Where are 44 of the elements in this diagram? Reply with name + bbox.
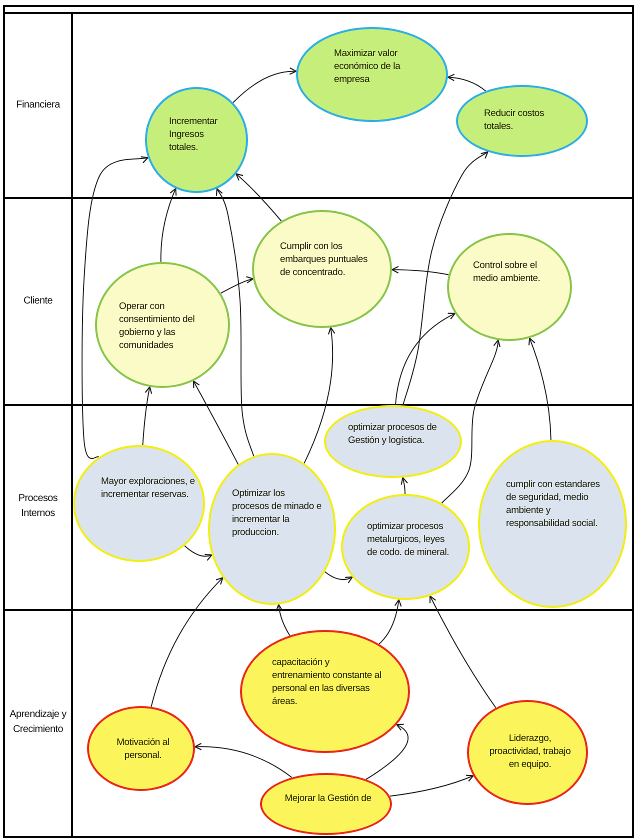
lane-label: Procesos Internos: [17, 492, 59, 521]
arrow: [402, 151, 488, 406]
arrow: [366, 724, 409, 780]
node-text: Cumplir con los embarques puntuales de concentrado.: [280, 240, 369, 279]
arrow: [184, 545, 212, 561]
node-text: Reducir costos totales.: [484, 107, 546, 133]
lane-label: Financiera: [15, 98, 62, 112]
arrow: [395, 312, 456, 406]
arrow: [160, 188, 177, 263]
lane-label: Cliente: [22, 294, 54, 308]
arrow: [192, 380, 239, 465]
arrow: [220, 276, 254, 294]
node-text: Operar con consentimiento del gobierno y las comunidades: [119, 300, 196, 352]
lane-label: Aprendizaje y Crecimiento: [8, 708, 68, 737]
node-text: Optimizar los procesos de minado e incrementar la produccion.: [232, 487, 322, 539]
arrow: [194, 742, 292, 778]
node-text: Mayor exploraciones, e incrementar reservas.: [101, 475, 196, 501]
node-text: optimizar procesos metalurgicos, leyes de codo. de mineral.: [367, 520, 450, 559]
arrow: [236, 173, 282, 222]
arrow: [150, 577, 224, 708]
arrow: [324, 571, 353, 584]
arrow: [82, 155, 148, 460]
node-text: Control sobre el medio ambiente.: [473, 259, 542, 285]
arrow: [216, 188, 254, 457]
arrow: [429, 595, 496, 708]
node-text: optimizar procesos de Gestión y logística.: [348, 421, 438, 447]
arrow: [528, 338, 552, 441]
node-text: Mejorar la Gestión de: [284, 792, 372, 805]
arrow: [400, 477, 408, 494]
arrow: [447, 74, 486, 92]
node-text: Liderazgo, proactividad, trabajo en equipo.: [488, 732, 572, 771]
node-text: capacitación y entrenamiento constante al personal en las diversas áreas.: [272, 656, 382, 708]
arrow: [389, 774, 474, 797]
arrow: [441, 340, 501, 504]
arrow: [276, 604, 290, 636]
arrow: [142, 386, 152, 446]
node-text: Motivación al personal.: [116, 736, 170, 762]
arrow: [378, 599, 402, 645]
node-text: Maximizar valor económico de la empresa: [334, 47, 402, 86]
arrow: [232, 68, 297, 104]
node-text: cumplir con estandares de seguridad, medio ambiente y responsabilidad social.: [506, 478, 601, 530]
node-text: Incrementar Ingresos totales.: [169, 115, 218, 154]
arrow: [304, 326, 336, 464]
arrow: [391, 266, 450, 276]
